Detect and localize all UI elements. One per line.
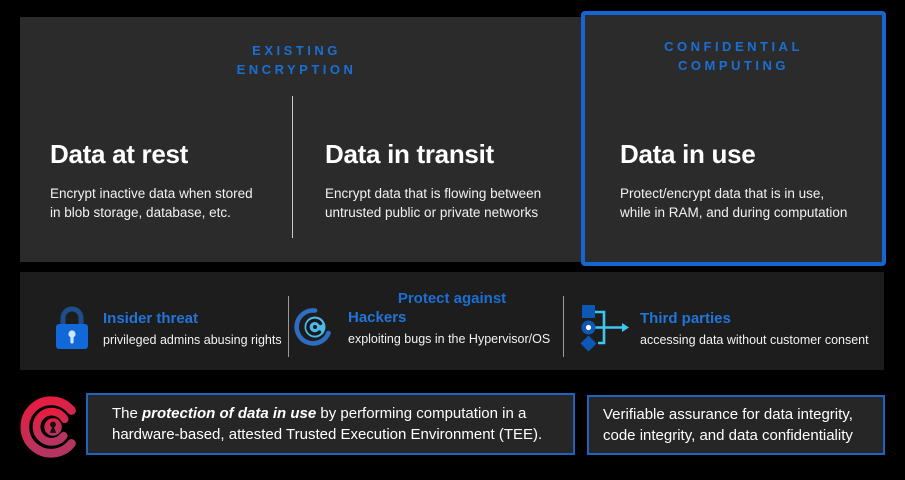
tee-definition-box: The protection of data in use by perform… [86, 393, 575, 455]
insider-threat-item: Insider threat privileged admins abusing… [55, 306, 282, 350]
data-in-transit-title: Data in transit [325, 139, 494, 169]
third-parties-description: accessing data without customer consent [640, 332, 869, 347]
third-parties-item: Third parties accessing data without cus… [580, 303, 869, 353]
data-in-transit-description: Encrypt data that is flowing between unt… [325, 186, 542, 220]
existing-encryption-panel: EXISTING ENCRYPTION Data at rest Encrypt… [20, 17, 585, 262]
verifiable-assurance-box: Verifiable assurance for data integrity,… [587, 395, 885, 455]
third-parties-flow-icon [580, 303, 632, 353]
data-in-use-description: Protect/encrypt data that is in use, whi… [620, 186, 848, 220]
verifiable-assurance-text: Verifiable assurance for data integrity,… [603, 405, 853, 445]
insider-threat-description: privileged admins abusing rights [103, 332, 282, 347]
data-at-rest-column: Data at rest Encrypt inactive data when … [50, 139, 305, 222]
insider-threat-text: Insider threat privileged admins abusing… [103, 310, 282, 347]
tee-definition-prefix: The [112, 404, 143, 422]
existing-encryption-heading: EXISTING ENCRYPTION [236, 43, 357, 77]
data-at-rest-description: Encrypt inactive data when stored in blo… [50, 186, 253, 220]
confidential-computing-heading: CONFIDENTIAL COMPUTING [664, 39, 803, 73]
confidential-computing-consortium-logo-icon [20, 392, 88, 467]
data-in-use-column: Data in use Protect/encrypt data that is… [620, 139, 880, 222]
data-in-use-title: Data in use [620, 139, 756, 169]
column-divider [292, 96, 293, 238]
hackers-description: exploiting bugs in the Hypervisor/OS [348, 331, 551, 346]
lock-icon [55, 306, 89, 350]
tee-definition-emphasis: protection of data in use [142, 404, 317, 422]
protect-divider [563, 296, 564, 357]
hackers-title: Hackers [348, 308, 407, 326]
tee-definition-text: The protection of data in use by perform… [112, 403, 559, 446]
protect-against-title: Protect against [397, 290, 507, 307]
third-parties-title: Third parties [640, 309, 731, 327]
hackers-item: Hackers exploiting bugs in the Hyperviso… [294, 306, 550, 348]
insider-threat-title: Insider threat [103, 309, 199, 327]
third-parties-text: Third parties accessing data without cus… [640, 310, 869, 347]
tee-definition-suffix: by performing computation in a hardware-… [112, 404, 543, 444]
data-at-rest-title: Data at rest [50, 139, 189, 169]
confidential-computing-panel: CONFIDENTIAL COMPUTING Data in use Prote… [581, 11, 886, 266]
protect-against-panel: Protect against Insider threat privilege… [20, 272, 884, 370]
hacker-swirl-icon [294, 306, 336, 348]
protect-divider [288, 296, 289, 357]
hackers-text: Hackers exploiting bugs in the Hyperviso… [348, 309, 550, 346]
data-in-transit-column: Data in transit Encrypt data that is flo… [325, 139, 580, 222]
